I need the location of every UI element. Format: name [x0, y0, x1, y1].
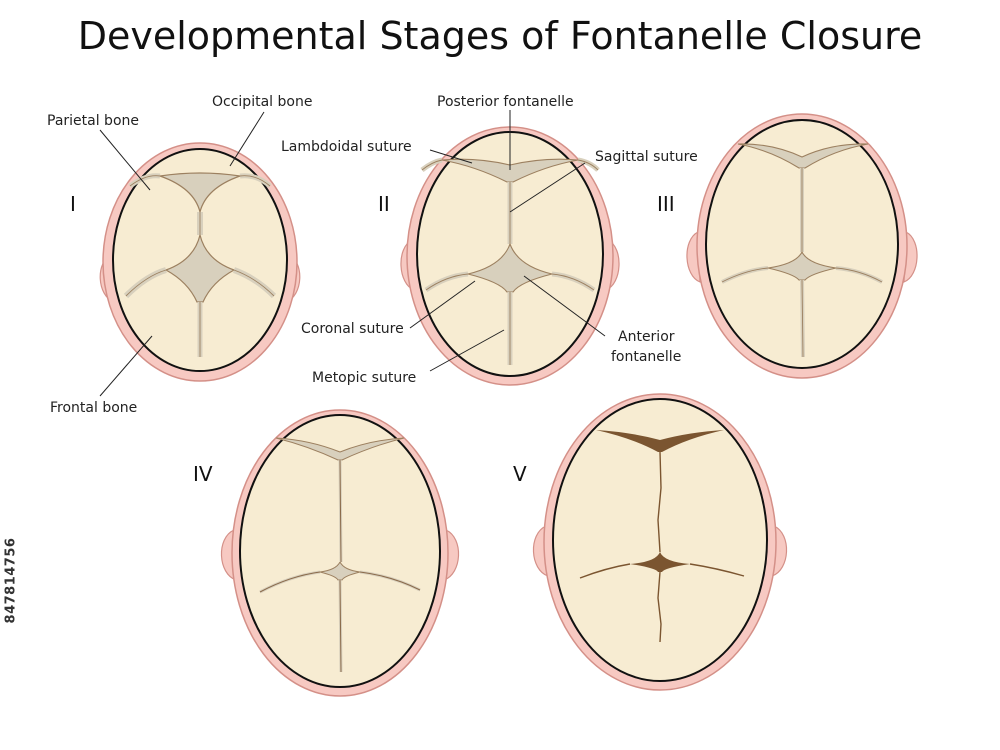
label-occipital-bone: Occipital bone: [212, 94, 312, 110]
leader-lines: [99, 110, 606, 397]
stage-label-2: II: [378, 192, 390, 216]
label-anterior-fontanelle-line1: Anterior: [618, 329, 675, 345]
stage-label-4: IV: [193, 462, 213, 486]
skull-stage-2: [400, 126, 620, 386]
posterior-fontanelle: [159, 172, 241, 213]
stage-label-1: I: [70, 192, 76, 216]
page-title: Developmental Stages of Fontanelle Closu…: [77, 14, 923, 58]
skull-stage-1: [99, 142, 301, 382]
stage-label-3: III: [657, 192, 675, 216]
label-sagittal-suture: Sagittal suture: [595, 149, 698, 165]
skull-stage-5: [532, 393, 788, 691]
skull-stage-4: [220, 409, 460, 697]
label-anterior-fontanelle-line2: fontanelle: [611, 349, 681, 365]
label-coronal-suture: Coronal suture: [301, 321, 404, 337]
label-lambdoidal-suture: Lambdoidal suture: [281, 139, 412, 155]
skull-stage-3: [686, 113, 918, 379]
label-parietal-bone: Parietal bone: [47, 113, 139, 129]
label-metopic-suture: Metopic suture: [312, 370, 416, 386]
label-frontal-bone: Frontal bone: [50, 400, 137, 416]
stage-label-5: V: [513, 462, 527, 486]
label-posterior-fontanelle: Posterior fontanelle: [437, 94, 574, 110]
